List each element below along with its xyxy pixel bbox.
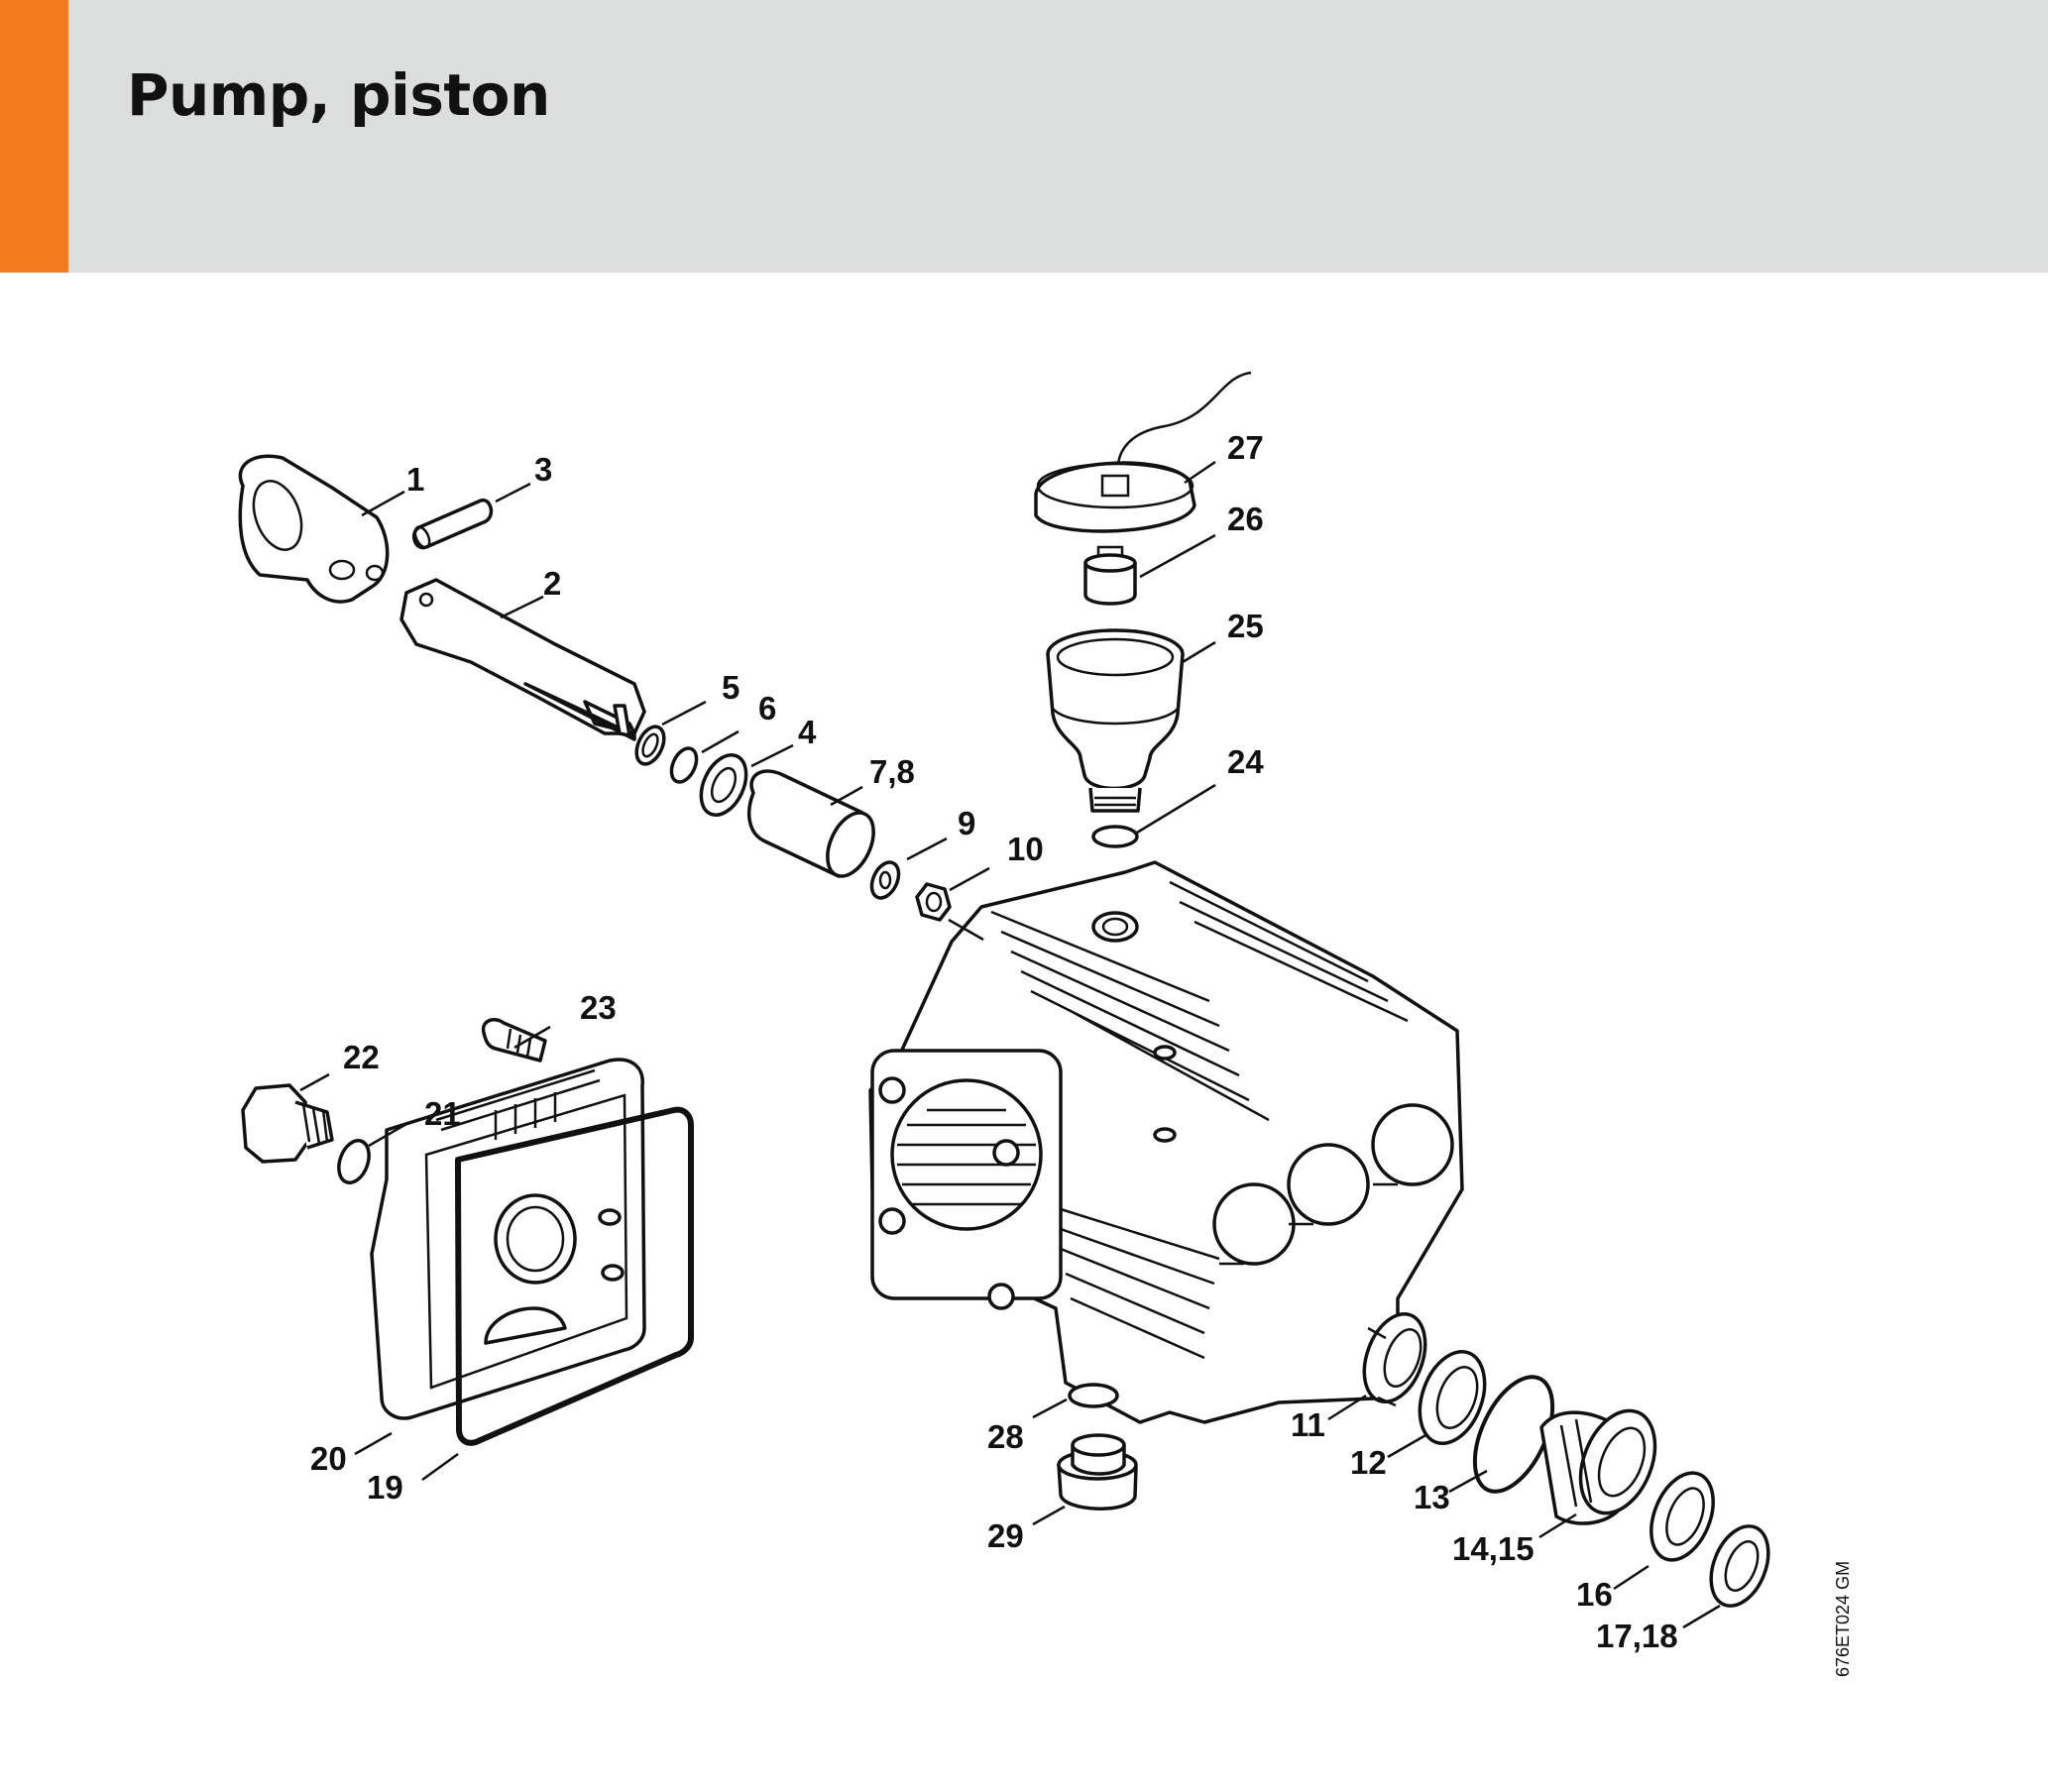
valve-sleeve-14-15 — [1539, 1408, 1657, 1525]
callout-25: 25 — [1227, 608, 1264, 644]
callout-12: 12 — [1350, 1444, 1387, 1481]
page-title: Pump, piston — [127, 61, 550, 129]
piston-rod-part — [399, 578, 646, 741]
callout-10: 10 — [1007, 831, 1044, 867]
callout-6: 6 — [758, 690, 776, 727]
callout-3: 3 — [534, 451, 552, 488]
seal-housing-11 — [1362, 1311, 1427, 1407]
callout-23: 23 — [580, 989, 617, 1026]
seal-12 — [1418, 1349, 1487, 1446]
callout-20: 20 — [310, 1440, 347, 1477]
callout-14-15: 14,15 — [1452, 1530, 1535, 1567]
oil-plug-22 — [241, 1083, 334, 1164]
callout-9: 9 — [958, 805, 975, 841]
o-ring-28 — [1068, 1383, 1119, 1408]
pump-housing — [868, 860, 1464, 1424]
valve-housing-25 — [1046, 628, 1185, 813]
connecting-rod-part — [238, 454, 390, 604]
orange-accent-bar — [0, 0, 68, 273]
callout-19: 19 — [367, 1469, 403, 1506]
o-ring-21 — [337, 1139, 371, 1184]
callout-28: 28 — [987, 1418, 1024, 1455]
o-ring-13 — [1472, 1375, 1555, 1494]
callout-11: 11 — [1291, 1406, 1325, 1443]
leader-lines — [299, 460, 1721, 1629]
callout-1: 1 — [406, 461, 424, 498]
pressure-cap-27 — [1034, 371, 1252, 533]
callout-13: 13 — [1414, 1479, 1450, 1515]
callout-24: 24 — [1227, 743, 1264, 780]
callout-labels: 1 2 3 4 5 6 7,8 9 10 11 12 13 14,15 16 1… — [310, 429, 1853, 1677]
callout-7-8: 7,8 — [869, 753, 915, 790]
callout-17-18: 17,18 — [1596, 1618, 1678, 1654]
callout-2: 2 — [543, 565, 561, 602]
wrist-pin-part — [411, 499, 494, 550]
drawing-id: 676ET024 GM — [1833, 1561, 1853, 1677]
callout-27: 27 — [1227, 429, 1264, 466]
washer-4 — [699, 753, 748, 817]
seal-ring-5 — [634, 725, 666, 766]
washer-9 — [869, 860, 901, 900]
screw-23 — [481, 1018, 547, 1063]
cover-gasket-19 — [455, 1106, 694, 1446]
o-ring-24 — [1091, 825, 1139, 848]
seal-ring-16 — [1650, 1471, 1715, 1562]
ceramic-sleeve-part — [746, 769, 875, 878]
callout-16: 16 — [1576, 1576, 1613, 1613]
retaining-nut-17-18 — [1709, 1524, 1770, 1608]
drain-plug-29 — [1057, 1433, 1138, 1511]
valve-insert-26 — [1083, 545, 1137, 606]
header-band — [0, 0, 2048, 273]
callout-29: 29 — [987, 1517, 1024, 1554]
nut-10 — [915, 882, 952, 922]
o-ring-6 — [669, 746, 699, 784]
callout-21: 21 — [424, 1095, 461, 1132]
callout-5: 5 — [722, 669, 740, 706]
callout-26: 26 — [1227, 501, 1264, 537]
callout-22: 22 — [343, 1039, 380, 1075]
callout-4: 4 — [798, 714, 817, 750]
crankcase-cover-20 — [370, 1058, 646, 1420]
